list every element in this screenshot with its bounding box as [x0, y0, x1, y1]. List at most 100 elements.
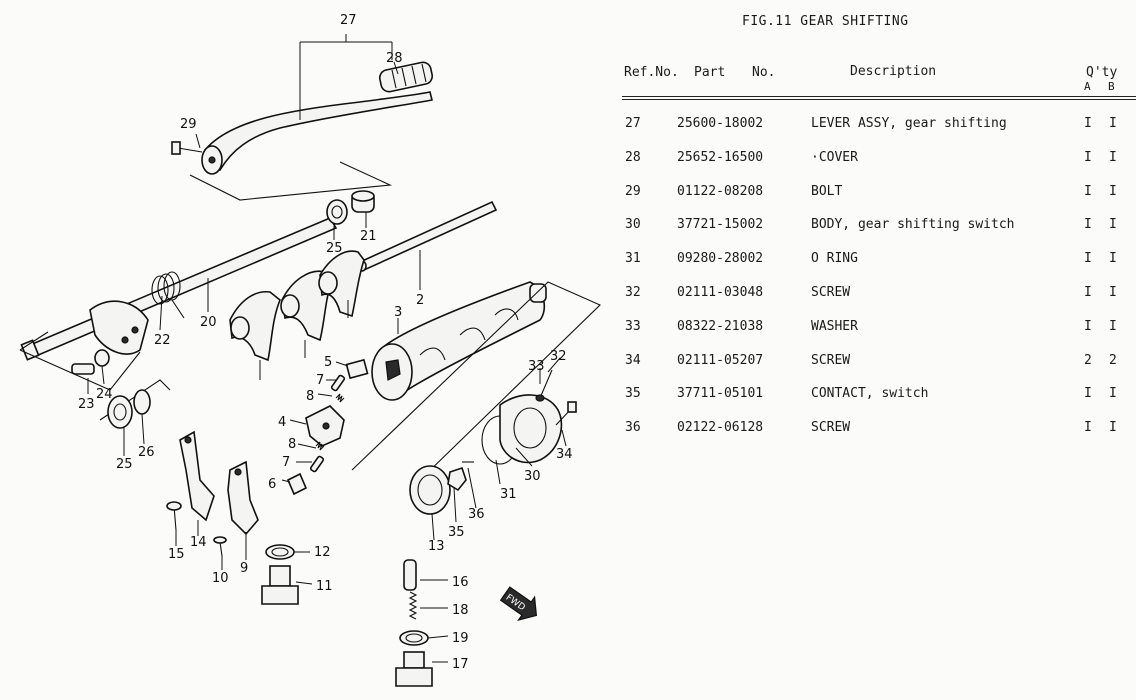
callout-8-lower: 8 [288, 437, 296, 452]
shift-drum[interactable] [371, 281, 547, 401]
qty-b-cell: I [1109, 251, 1117, 267]
description-cell: BOLT [811, 183, 843, 199]
pin-7-lower[interactable] [309, 455, 325, 473]
stopper-6[interactable] [286, 472, 308, 496]
washer-26[interactable] [133, 389, 151, 415]
spring-8-upper[interactable] [335, 393, 345, 403]
screw-10[interactable] [213, 536, 227, 557]
shift-plate-9[interactable] [227, 460, 259, 536]
shift-arm[interactable] [89, 300, 149, 355]
pawl-lifter-14[interactable] [179, 430, 215, 522]
gasket-12[interactable] [265, 544, 295, 560]
pin-7-upper[interactable] [330, 374, 346, 392]
header-no: No. [752, 65, 776, 80]
description-cell: BODY, gear shifting switch [811, 217, 1015, 233]
shift-fork-c[interactable] [318, 250, 365, 318]
qty-a-cell: I [1084, 420, 1092, 436]
callout-36: 36 [468, 507, 485, 522]
oil-seal-25-upper[interactable] [326, 199, 348, 225]
qty-b-cell: I [1109, 149, 1117, 165]
ref-cell: 30 [625, 217, 641, 233]
gasket-19[interactable] [399, 630, 429, 646]
shift-fork-a[interactable] [229, 291, 281, 362]
cam-guide-5[interactable] [345, 358, 369, 380]
callout-24: 24 [96, 387, 113, 402]
header-rule-bottom [622, 99, 1136, 100]
screw-15[interactable] [166, 501, 182, 531]
callout-18: 18 [452, 603, 469, 618]
callout-14: 14 [190, 535, 207, 550]
part-no-cell: 37721-15002 [677, 217, 764, 233]
qty-b-cell: I [1109, 183, 1117, 199]
spring-18[interactable] [408, 591, 418, 620]
plug-11[interactable] [261, 565, 299, 605]
qty-b-cell: 2 [1109, 352, 1117, 368]
callout-22: 22 [154, 333, 171, 348]
description-cell: ·COVER [811, 149, 858, 165]
qty-b-cell: I [1109, 386, 1117, 402]
callout-20: 20 [200, 315, 217, 330]
callout-17: 17 [452, 657, 469, 672]
callout-25-upper: 25 [326, 241, 343, 256]
switch-body-30[interactable] [499, 394, 563, 464]
part-no-cell: 09280-28002 [677, 251, 764, 267]
switch-contact-35[interactable] [447, 466, 467, 492]
ref-cell: 31 [625, 251, 641, 267]
table-row[interactable]: 31 09280-28002 O RING I I [622, 251, 1132, 285]
description-cell: O RING [811, 251, 858, 267]
oil-seal-13[interactable] [409, 465, 451, 515]
ref-cell: 28 [625, 149, 641, 165]
lever-bolt[interactable] [171, 141, 203, 155]
callout-3: 3 [394, 305, 402, 320]
qty-a-cell: I [1084, 251, 1092, 267]
parts-table: Ref.No. Part No. Description Q'ty A B 27… [622, 62, 1136, 454]
callout-27: 27 [340, 13, 357, 28]
ref-cell: 29 [625, 183, 641, 199]
plug-17[interactable] [395, 651, 433, 687]
return-spring[interactable] [151, 271, 185, 319]
callout-19: 19 [452, 631, 469, 646]
callout-7-lower: 7 [282, 455, 290, 470]
part-no-cell: 08322-21038 [677, 318, 764, 334]
callout-12: 12 [314, 545, 331, 560]
qty-a-cell: I [1084, 284, 1092, 300]
qty-a-cell: I [1084, 149, 1092, 165]
part-no-cell: 02111-03048 [677, 284, 764, 300]
screw-34[interactable] [555, 401, 577, 426]
shift-cam-4[interactable] [305, 405, 345, 447]
pin-16[interactable] [403, 559, 417, 591]
qty-b-cell: I [1109, 420, 1117, 436]
screw-washer-32-33[interactable] [535, 369, 553, 402]
oil-seal-25-lower[interactable] [107, 395, 133, 429]
qty-a-cell: I [1084, 386, 1092, 402]
ref-cell: 33 [625, 318, 641, 334]
qty-a-cell: I [1084, 217, 1092, 233]
part-no-cell: 25600-18002 [677, 116, 764, 131]
exploded-parts-diagram: FWD 27 28 29 25 21 2 20 22 3 5 7 8 4 8 7… [19, 13, 601, 687]
ref-cell: 35 [625, 386, 641, 402]
fork-shaft[interactable] [357, 200, 498, 272]
callout-26: 26 [138, 445, 155, 460]
callout-35: 35 [448, 525, 465, 540]
bushing-21[interactable] [351, 190, 375, 213]
description-cell: SCREW [811, 284, 851, 300]
spring-8-lower[interactable] [315, 441, 325, 451]
callout-5: 5 [324, 355, 332, 370]
washer-24[interactable] [94, 349, 110, 367]
stopper-bolt-23[interactable] [71, 363, 95, 375]
callout-31: 31 [500, 487, 517, 502]
table-row[interactable]: 30 37721-15002 BODY, gear shifting switch I… [622, 217, 1132, 251]
lever-rubber-cover[interactable] [378, 61, 434, 93]
header-part: Part [694, 65, 726, 80]
description-cell: SCREW [811, 420, 851, 436]
gear-shift-lever[interactable] [201, 91, 433, 175]
